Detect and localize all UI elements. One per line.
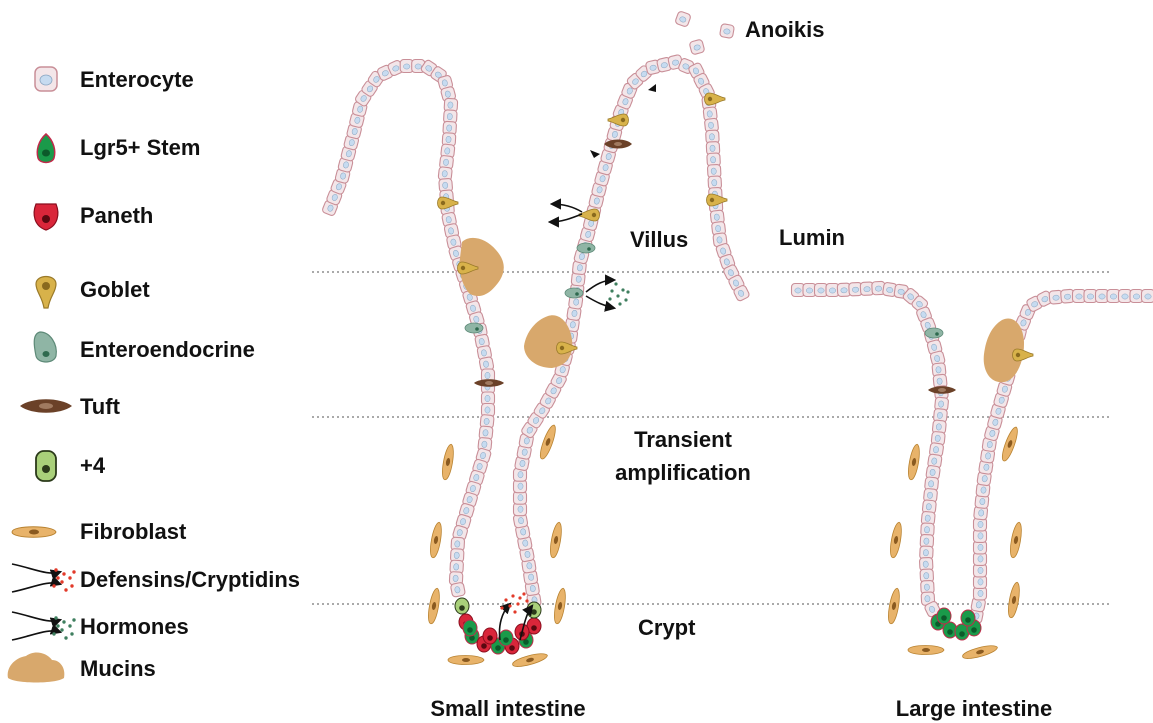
fibroblast	[538, 424, 559, 461]
anoikis-shed-cells	[675, 11, 735, 55]
defensins-arrows-icon	[12, 564, 76, 592]
small-intestine-label: Small intestine	[430, 696, 585, 721]
fibroblast	[886, 587, 901, 624]
stem-cell	[499, 630, 513, 646]
legend-label-defensins: Defensins/Cryptidins	[80, 567, 300, 592]
mucins-blob	[524, 315, 572, 368]
legend-label-goblet: Goblet	[80, 277, 150, 302]
enteroendocrine-cell	[925, 328, 943, 338]
fibroblast	[906, 443, 921, 480]
goblet-cell	[707, 194, 728, 206]
legend-label-hormones: Hormones	[80, 614, 189, 639]
goblet-cell	[1013, 349, 1034, 361]
legend-label-plus4: +4	[80, 453, 106, 478]
legend-label-paneth: Paneth	[80, 203, 153, 228]
goblet-secretion	[550, 204, 582, 222]
fibroblast	[428, 521, 443, 558]
fibroblast	[426, 587, 441, 624]
legend-label-enteroendocrine: Enteroendocrine	[80, 337, 255, 362]
legend-label-mucins: Mucins	[80, 656, 156, 681]
enteroendocrine-cell	[465, 323, 483, 333]
fibroblast	[448, 656, 484, 665]
legend-label-fibroblast: Fibroblast	[80, 519, 187, 544]
shedding-arrowhead	[648, 84, 656, 92]
tuft-cell-icon	[20, 399, 72, 413]
stem-cell	[961, 610, 975, 626]
large-intestine-label: Large intestine	[896, 696, 1052, 721]
mucins-blob-icon	[8, 653, 65, 683]
hormones-arrows-icon	[12, 612, 76, 640]
fibroblast	[511, 651, 548, 669]
fibroblast	[961, 643, 998, 661]
hormones-secretion	[586, 280, 630, 308]
goblet-cell-icon	[36, 277, 56, 309]
plus4-cell-icon	[36, 451, 56, 481]
enterocyte-cell	[1142, 290, 1153, 303]
enteroendocrine-cell-icon	[34, 332, 56, 362]
enterocyte-icon	[35, 67, 57, 91]
stem-cell	[937, 608, 951, 624]
tuft-cell	[474, 379, 504, 387]
paneth-cell	[483, 628, 497, 644]
legend	[8, 67, 76, 683]
enterocyte-cell	[450, 582, 465, 597]
transient-amplification-label-line2: amplification	[615, 460, 751, 485]
shedding-arrowhead	[590, 150, 600, 158]
enteroendocrine-cell	[565, 288, 583, 298]
stem-cell	[463, 620, 477, 636]
tuft-cell	[928, 386, 956, 394]
crypt-label: Crypt	[638, 615, 696, 640]
fibroblast	[1000, 426, 1021, 463]
lumin-label: Lumin	[779, 225, 845, 250]
anoikis-label: Anoikis	[745, 17, 824, 42]
plus4-cell	[455, 598, 469, 614]
goblet-cell	[705, 93, 726, 105]
paneth-cell-icon	[34, 204, 58, 230]
villus-label: Villus	[630, 227, 688, 252]
fibroblast-icon	[12, 527, 56, 538]
fibroblast	[1008, 521, 1023, 558]
goblet-cell	[579, 209, 600, 221]
legend-label-lgr5-stem: Lgr5+ Stem	[80, 135, 200, 160]
enteroendocrine-cell	[577, 243, 595, 253]
legend-label-enterocyte: Enterocyte	[80, 67, 194, 92]
stem-cell-icon	[37, 134, 54, 163]
fibroblast	[440, 443, 455, 480]
fibroblast	[548, 521, 563, 558]
fibroblast	[1006, 581, 1021, 618]
legend-label-tuft: Tuft	[80, 394, 121, 419]
fibroblast	[888, 521, 903, 558]
fibroblast	[908, 646, 944, 655]
transient-amplification-label-line1: Transient	[634, 427, 732, 452]
fibroblast	[552, 587, 567, 624]
goblet-cell	[438, 197, 459, 209]
